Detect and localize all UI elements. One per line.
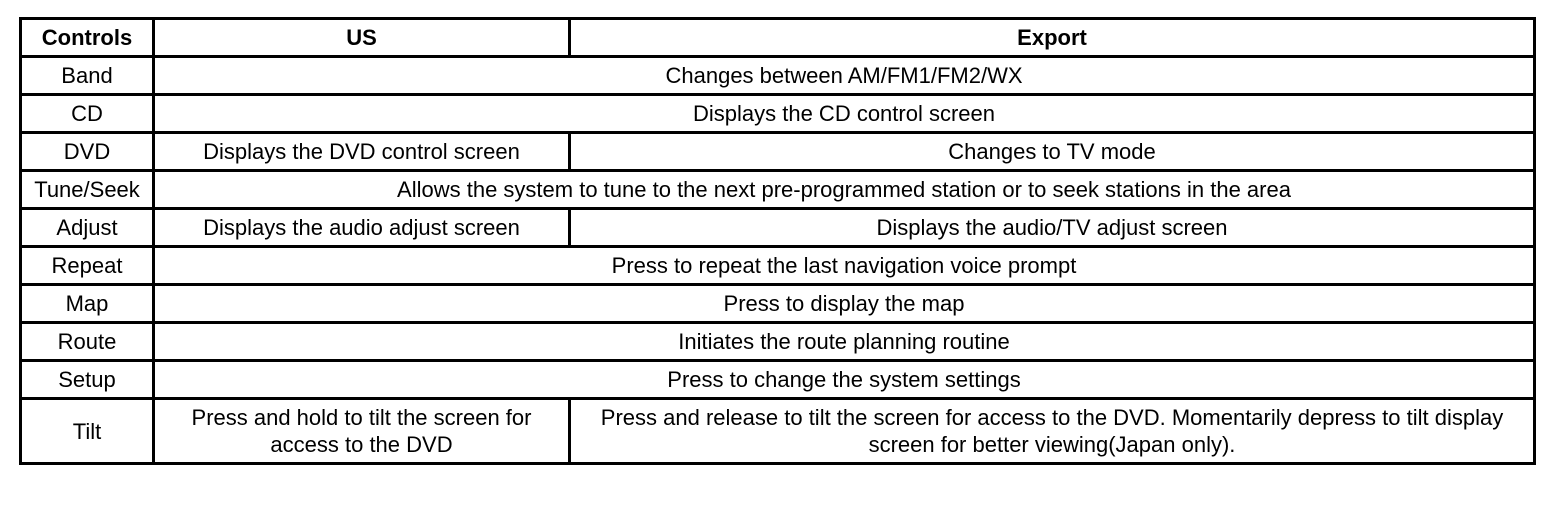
table-row-tune-seek: Tune/Seek Allows the system to tune to t… — [19, 169, 1536, 210]
table-row-route: Route Initiates the route planning routi… — [19, 321, 1536, 362]
header-export: Export — [568, 17, 1536, 58]
description-cell-both: Press to display the map — [152, 283, 1536, 324]
description-cell-export: Displays the audio/TV adjust screen — [568, 207, 1536, 248]
description-cell-both: Allows the system to tune to the next pr… — [152, 169, 1536, 210]
description-cell-us: Press and hold to tilt the screen for ac… — [152, 397, 571, 465]
table-row-map: Map Press to display the map — [19, 283, 1536, 324]
description-cell-us: Displays the audio adjust screen — [152, 207, 571, 248]
description-cell-both: Press to change the system settings — [152, 359, 1536, 400]
table-row-cd: CD Displays the CD control screen — [19, 93, 1536, 134]
table-row-adjust: Adjust Displays the audio adjust screen … — [19, 207, 1536, 248]
controls-table: Controls US Export Band Changes between … — [19, 17, 1536, 465]
table-row-setup: Setup Press to change the system setting… — [19, 359, 1536, 400]
control-cell: Adjust — [19, 207, 155, 248]
description-cell-export: Changes to TV mode — [568, 131, 1536, 172]
description-cell-export: Press and release to tilt the screen for… — [568, 397, 1536, 465]
description-cell-both: Initiates the route planning routine — [152, 321, 1536, 362]
description-cell-both: Press to repeat the last navigation voic… — [152, 245, 1536, 286]
description-cell-us: Displays the DVD control screen — [152, 131, 571, 172]
table-row-band: Band Changes between AM/FM1/FM2/WX — [19, 55, 1536, 96]
description-cell-both: Displays the CD control screen — [152, 93, 1536, 134]
table-row-repeat: Repeat Press to repeat the last navigati… — [19, 245, 1536, 286]
table-row-dvd: DVD Displays the DVD control screen Chan… — [19, 131, 1536, 172]
header-controls: Controls — [19, 17, 155, 58]
description-cell-both: Changes between AM/FM1/FM2/WX — [152, 55, 1536, 96]
control-cell: Tune/Seek — [19, 169, 155, 210]
control-cell: Setup — [19, 359, 155, 400]
control-cell: Repeat — [19, 245, 155, 286]
header-row: Controls US Export — [19, 17, 1536, 58]
control-cell: CD — [19, 93, 155, 134]
table-row-tilt: Tilt Press and hold to tilt the screen f… — [19, 397, 1536, 465]
control-cell: DVD — [19, 131, 155, 172]
control-cell: Band — [19, 55, 155, 96]
control-cell: Map — [19, 283, 155, 324]
control-cell: Route — [19, 321, 155, 362]
header-us: US — [152, 17, 571, 58]
control-cell: Tilt — [19, 397, 155, 465]
